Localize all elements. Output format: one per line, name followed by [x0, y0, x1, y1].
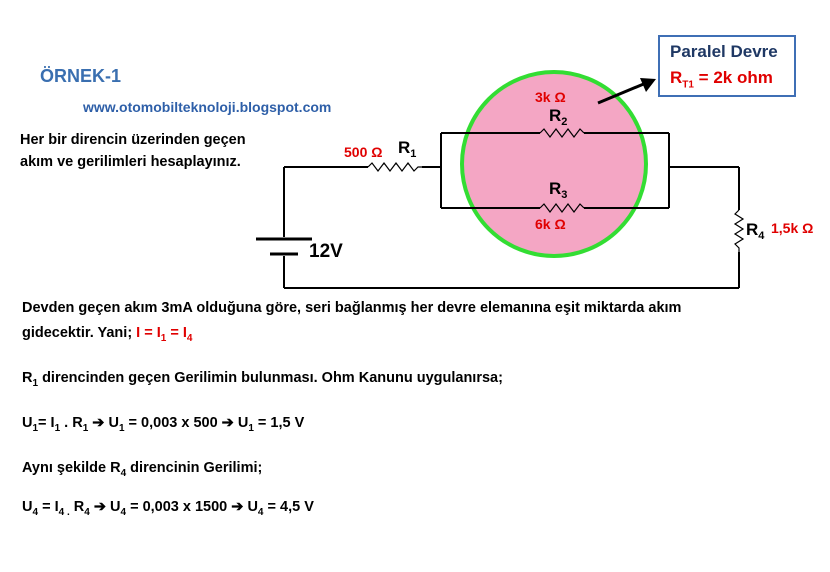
r3-name-label: R3 — [549, 179, 567, 201]
pointer-arrowhead — [640, 78, 656, 92]
current-equality: I = I1 = I4 — [132, 325, 193, 344]
r1-voltage-intro: R1 direncinden geçen Gerilimin bulunması… — [22, 370, 503, 389]
r1-value-label: 500 Ω — [344, 144, 382, 160]
parallel-highlight-circle — [460, 70, 648, 258]
resistor-r2-symbol — [539, 128, 585, 138]
parallel-title: Paralel Devre — [670, 42, 778, 61]
r3-value-label: 6k Ω — [535, 216, 566, 232]
pointer-arrow-line — [597, 81, 647, 105]
task-statement: Her bir direncin üzerinden geçen akım ve… — [20, 132, 246, 170]
current-explanation-line1: Devden geçen akım 3mA olduğuna göre, ser… — [22, 300, 682, 316]
current-explanation-line2: gidecektir. Yani; I = I1 = I4 — [22, 325, 193, 344]
implies-arrow-icon: ➔ — [93, 499, 106, 515]
implies-arrow-icon: ➔ — [231, 499, 244, 515]
resistor-r4-symbol — [733, 209, 745, 252]
u1-equation: U1= I1 . R1 ➔ U1 = 0,003 x 500 ➔ U1 = 1,… — [22, 415, 305, 434]
parallel-result-box: Paralel Devre RT1 = 2k ohm — [658, 35, 796, 97]
u4-equation: U4 = I4 . R4 ➔ U4 = 0,003 x 1500 ➔ U4 = … — [22, 499, 314, 518]
blog-url: www.otomobilteknoloji.blogspot.com — [83, 99, 332, 115]
r2-value-label: 3k Ω — [535, 89, 566, 105]
r1-name-label: R1 — [398, 138, 416, 160]
circuit-wires — [283, 132, 740, 289]
implies-arrow-icon: ➔ — [221, 415, 234, 431]
r2-name-label: R2 — [549, 106, 567, 128]
r4-name-label: R4 — [746, 220, 765, 242]
implies-arrow-icon: ➔ — [92, 415, 105, 431]
r4-value-label: 1,5k Ω — [771, 220, 813, 236]
parallel-resistance: RT1 = 2k ohm — [670, 68, 773, 91]
battery-voltage-label: 12V — [309, 241, 343, 262]
example-title: ÖRNEK-1 — [40, 66, 122, 86]
resistor-r3-symbol — [539, 203, 585, 213]
resistor-r1-symbol — [367, 162, 422, 172]
r4-voltage-intro: Aynı şekilde R4 direncinin Gerilimi; — [22, 460, 263, 479]
